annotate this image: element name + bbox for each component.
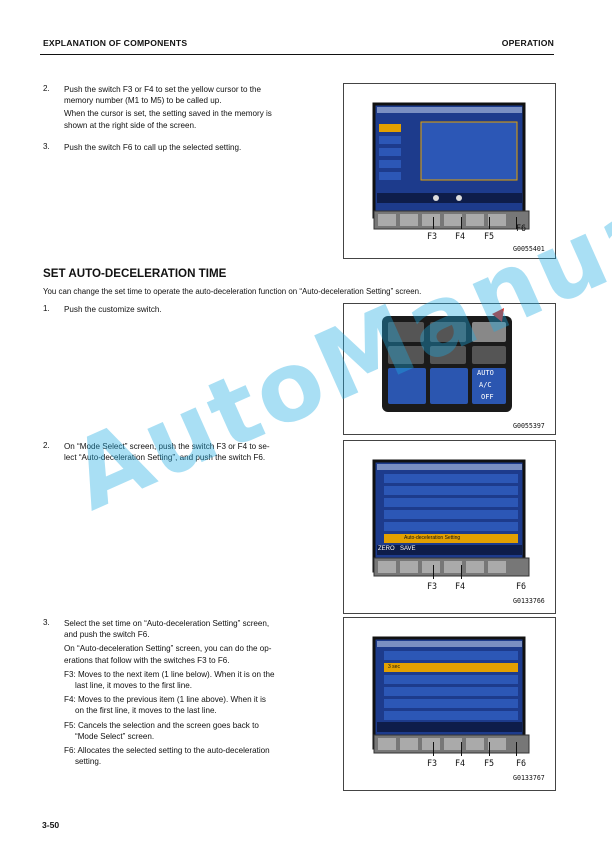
arrow-stem	[433, 742, 434, 756]
figure-monitor-memory: F3 F4 F5 F6 G0055401	[343, 83, 556, 259]
monitor-memory-screen	[372, 102, 530, 230]
section-title: SET AUTO-DECELERATION TIME	[43, 267, 227, 280]
f4-label: F4	[455, 758, 466, 768]
f3-label: F3	[427, 231, 438, 241]
figure-customize-switch: AUTO A/C OFF G0055397	[343, 303, 556, 435]
header-right: OPERATION	[501, 38, 554, 48]
arrow-stem	[489, 217, 490, 229]
f6-label: F6	[516, 223, 527, 233]
arrow-stem	[516, 742, 517, 756]
bar-zero: ZERO	[378, 546, 395, 552]
arrow-stem	[461, 217, 462, 229]
auto-decel-screen	[372, 636, 530, 754]
figure-code: G0133767	[513, 774, 545, 782]
bar-save: SAVE	[400, 546, 416, 552]
step-text: Push the switch F3 or F4 to set the yell…	[64, 85, 272, 130]
aircon-panel	[382, 308, 512, 412]
figure-code: G0133766	[513, 597, 545, 605]
step-text: Push the customize switch.	[64, 305, 162, 314]
arrow-stem	[461, 565, 462, 579]
f5-label: F5	[484, 231, 495, 241]
header-left: EXPLANATION OF COMPONENTS	[43, 38, 188, 48]
f4-label: F4	[455, 581, 466, 591]
step-text: On “Mode Select” screen, push the switch…	[64, 442, 270, 463]
f3-label: F3	[427, 758, 438, 768]
figure-mode-select: Auto-deceleration Setting ZERO SAVE F3 F…	[343, 440, 556, 614]
step-number: 3.	[43, 142, 50, 151]
step-number: 2.	[43, 84, 50, 93]
f3-label: F3	[427, 581, 438, 591]
step-number: 3.	[43, 618, 50, 627]
step-text: Select the set time on “Auto-deceleratio…	[64, 619, 275, 767]
page-number: 3-50	[42, 820, 60, 830]
header-rule	[40, 54, 554, 55]
figure-auto-decel: 3 sec F3 F4 F5 F6 G0133767	[343, 617, 556, 791]
arrow-stem	[489, 742, 490, 756]
arrow-stem	[461, 742, 462, 756]
auto-button-label: AUTO	[477, 369, 494, 377]
step-text: Push the switch F6 to call up the select…	[64, 143, 242, 152]
step-number: 2.	[43, 441, 50, 450]
figure-code: G0055401	[513, 245, 545, 253]
ac-button-label: A/C	[479, 381, 492, 389]
f5-label: F5	[484, 758, 495, 768]
arrow-stem	[516, 217, 517, 229]
f6-label: F6	[516, 758, 527, 768]
off-button-label: OFF	[481, 393, 494, 401]
step-number: 1.	[43, 304, 50, 313]
menu-row-selected: Auto-deceleration Setting	[404, 535, 461, 541]
arrow-stem	[433, 565, 434, 579]
arrow-stem	[433, 217, 434, 229]
figure-code: G0055397	[513, 422, 545, 430]
mode-select-screen	[372, 459, 530, 577]
f4-label: F4	[455, 231, 466, 241]
f6-label: F6	[516, 581, 527, 591]
section-intro: You can change the set time to operate t…	[43, 287, 422, 296]
selected-time-row: 3 sec	[388, 664, 400, 670]
